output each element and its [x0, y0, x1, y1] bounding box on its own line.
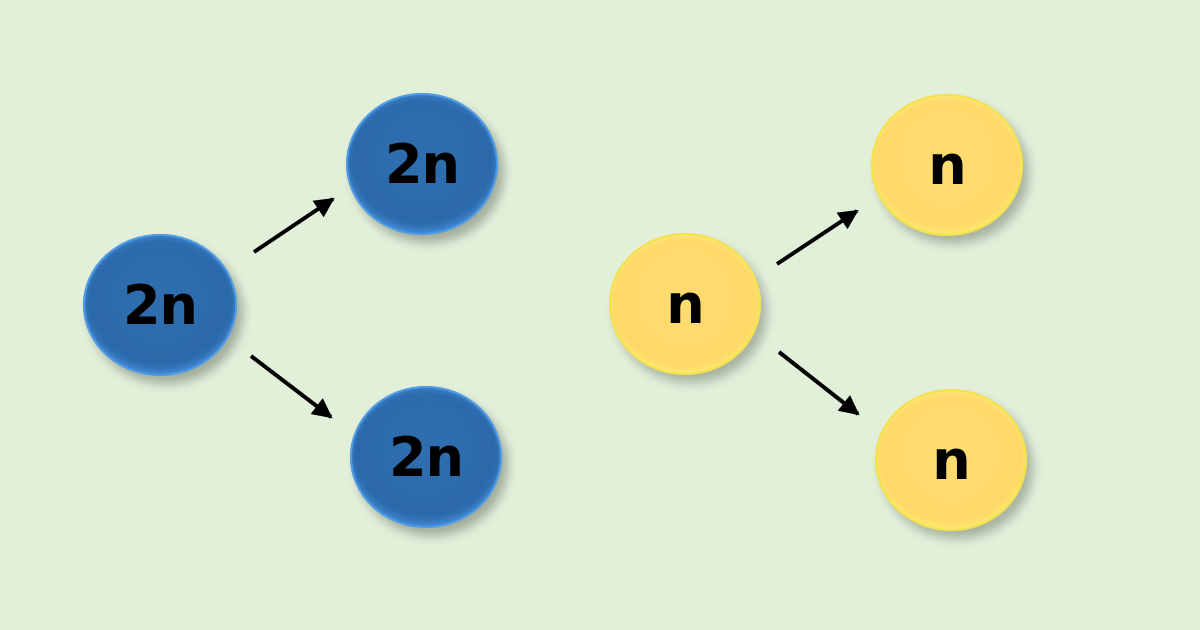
haploid-daughter-cell-top: n [871, 94, 1023, 236]
arrow-right-to-top [775, 209, 859, 266]
haploid-parent-label: n [666, 273, 704, 336]
diploid-daughter-cell-top: 2n [346, 93, 498, 235]
diploid-parent-label: 2n [122, 274, 198, 337]
haploid-parent-cell: n [609, 233, 761, 375]
arrow-right-to-bottom [777, 350, 860, 416]
diploid-daughter-top-label: 2n [384, 133, 460, 196]
arrow-left-to-bottom [249, 354, 333, 419]
haploid-daughter-cell-bottom: n [875, 389, 1027, 531]
diploid-daughter-bottom-label: 2n [388, 426, 464, 489]
arrow-left-to-top [252, 197, 335, 254]
haploid-daughter-top-label: n [928, 134, 966, 197]
diploid-parent-cell: 2n [83, 234, 237, 376]
diploid-daughter-cell-bottom: 2n [350, 386, 502, 528]
haploid-daughter-bottom-label: n [932, 429, 970, 492]
